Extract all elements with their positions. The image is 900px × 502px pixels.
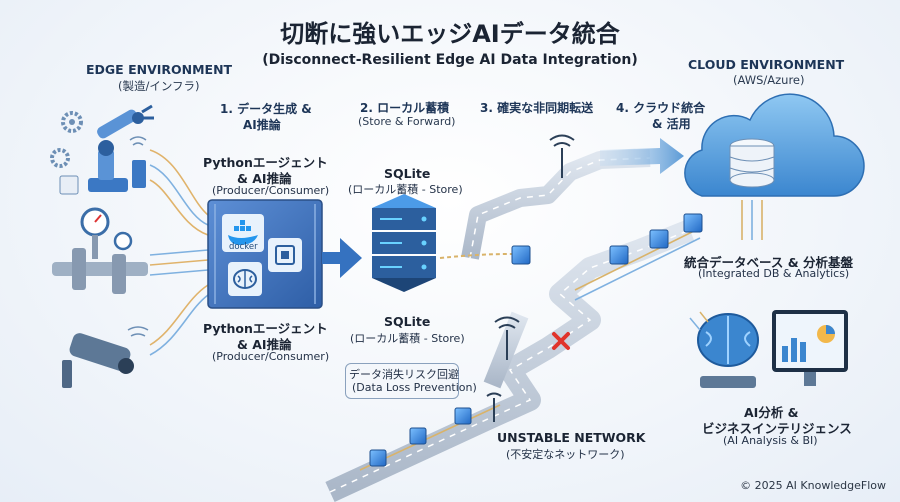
data-packet-cube [511, 245, 531, 265]
monitor-flow-lines [689, 311, 709, 331]
upper-road [461, 149, 651, 260]
page-title: 切断に強いエッジAIデータ統合 [280, 20, 620, 48]
edge-heading: EDGE ENVIRONMENT [86, 62, 233, 77]
step-1-label: 1. データ生成 & [220, 102, 312, 116]
step-1-label-line2: AI推論 [243, 118, 281, 132]
edge-subheading: (製造/インフラ) [118, 79, 200, 93]
python-agent-top-sub: & AI推論 [237, 171, 292, 186]
step-2-label: 2. ローカル蓄積 [360, 101, 450, 115]
security-camera-icon [62, 326, 149, 388]
python-agent-top-title: Pythonエージェント [203, 155, 328, 170]
data-packet-cube [683, 213, 703, 233]
arrow-to-sqlite [322, 238, 362, 278]
python-agent-top-note: (Producer/Consumer) [212, 184, 330, 197]
arrow-to-cloud [600, 138, 684, 174]
flow-line-upper [439, 253, 513, 259]
gear-icon [50, 111, 83, 168]
ai-bi-note: (AI Analysis & BI) [723, 434, 818, 447]
edge-flow-lines [149, 149, 209, 356]
chip-icon [275, 245, 295, 265]
unstable-network-sub: (不安定なネットワーク) [506, 448, 625, 461]
data-packet-cube [409, 427, 427, 445]
docker-whale-icon [228, 220, 258, 245]
signal-tower-icon [494, 316, 520, 360]
step-4-label: 4. クラウド統合 [616, 101, 706, 115]
python-agent-bottom-title: Pythonエージェント [203, 321, 328, 336]
step-2-label-line2: (Store & Forward) [358, 115, 456, 128]
analytics-monitor-icon [772, 310, 848, 386]
control-panel-icon [59, 136, 147, 195]
sqlite-top-sub: (ローカル蓄積 - Store) [348, 183, 463, 196]
step-4-label-line2: & 活用 [652, 117, 691, 131]
data-loss-title: データ消失リスク回避 [349, 368, 459, 381]
data-loss-sub: (Data Loss Prevention) [352, 381, 477, 394]
integrated-db-sub: (Integrated DB & Analytics) [698, 267, 850, 280]
ai-bi-sub: ビジネスインテリジェンス [702, 421, 852, 436]
disconnect-x-icon [552, 332, 570, 350]
robot-arm-icon [88, 104, 154, 192]
sqlite-top-title: SQLite [384, 166, 431, 181]
cloud-database-icon [684, 93, 865, 197]
sqlite-bottom-title: SQLite [384, 314, 431, 329]
data-loss-prevention-box [345, 363, 459, 399]
docker-label: docker [229, 242, 258, 252]
cloud-subheading: (AWS/Azure) [733, 73, 805, 87]
python-agent-bottom-note: (Producer/Consumer) [212, 350, 330, 363]
data-packet-cube [649, 229, 669, 249]
cloud-flow-lines [741, 200, 763, 240]
cloud-heading: CLOUD ENVIRONMENT [688, 57, 845, 72]
ai-bi-title: AI分析 & [744, 405, 799, 420]
python-agent-bottom-sub: & AI推論 [237, 337, 292, 352]
data-packet-cube [609, 245, 629, 265]
pipeline-gauge-icon [52, 207, 148, 294]
sqlite-bottom-sub: (ローカル蓄積 - Store) [350, 332, 465, 345]
ai-brain-icon [697, 313, 759, 388]
data-packet-cube [454, 407, 472, 425]
unstable-network-title: UNSTABLE NETWORK [497, 430, 646, 445]
container-box [207, 199, 323, 309]
data-packet-cube [369, 449, 387, 467]
sqlite-server-icon [372, 194, 436, 292]
integrated-db-title: 統合データベース & 分析基盤 [684, 255, 853, 270]
signal-tower-icon [549, 134, 575, 178]
data-packets [369, 213, 703, 467]
page-subtitle: (Disconnect-Resilient Edge AI Data Integ… [262, 52, 638, 68]
brain-icon [233, 269, 257, 289]
step-3-label: 3. 確実な非同期転送 [480, 101, 594, 115]
signal-tower-icon [486, 392, 502, 422]
copyright: © 2025 AI KnowledgeFlow [740, 479, 886, 492]
